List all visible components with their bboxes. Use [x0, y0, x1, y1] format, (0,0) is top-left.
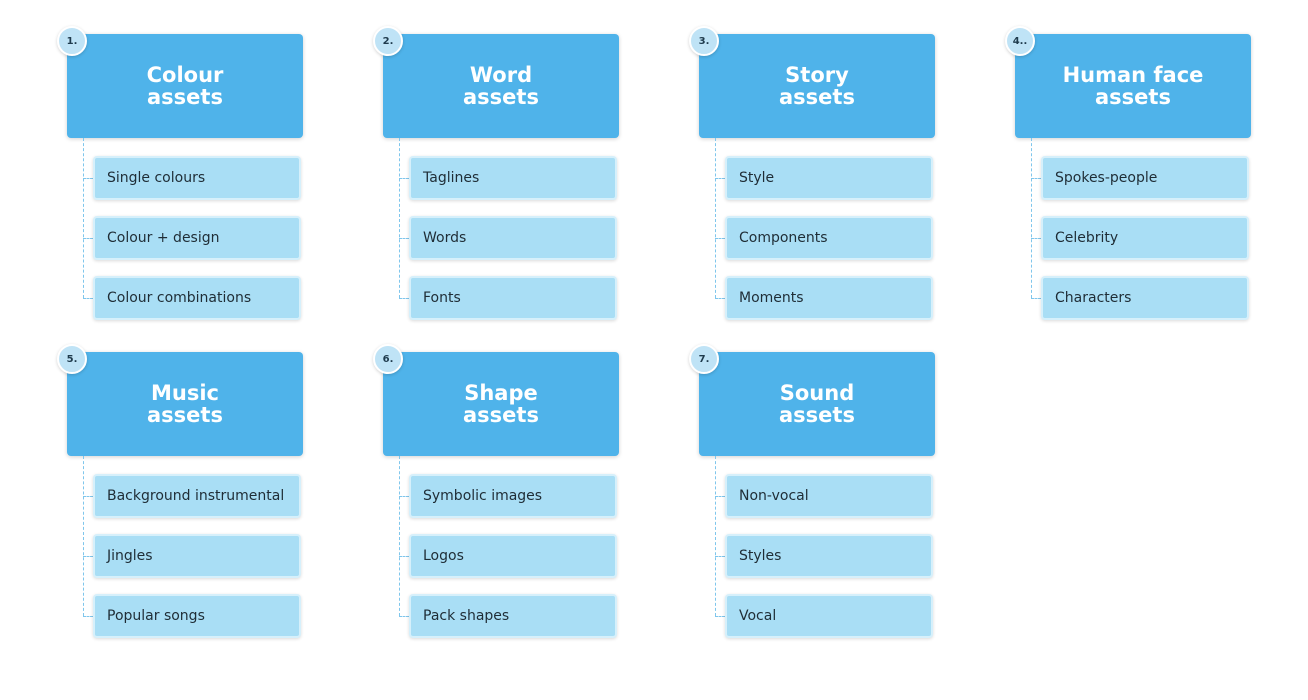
- connector-line: [83, 456, 84, 616]
- connector-line: [715, 138, 716, 298]
- asset-item: Single colours: [93, 156, 301, 200]
- group-human-face-assets: Human face assets 4.. Spokes-people Cele…: [1005, 26, 1251, 334]
- connector-branch: [715, 556, 725, 557]
- connector-line: [83, 138, 84, 298]
- group-title-line1: Music: [151, 381, 219, 405]
- connector-branch: [715, 616, 725, 617]
- group-title-line2: assets: [463, 85, 539, 109]
- group-header: Story assets: [699, 34, 935, 138]
- group-title-line2: assets: [463, 403, 539, 427]
- group-colour-assets: Colour assets 1. Single colours Colour +…: [57, 26, 303, 334]
- asset-item: Popular songs: [93, 594, 301, 638]
- connector-line: [715, 456, 716, 616]
- connector-branch: [83, 496, 93, 497]
- connector-branch: [399, 178, 409, 179]
- connector-line: [399, 456, 400, 616]
- connector-branch: [715, 298, 725, 299]
- group-title-line2: assets: [779, 85, 855, 109]
- group-title-line1: Colour: [146, 63, 224, 87]
- group-number-badge: 1.: [57, 26, 87, 56]
- connector-branch: [715, 178, 725, 179]
- group-music-assets: Music assets 5. Background instrumental …: [57, 344, 303, 652]
- group-number-badge: 3.: [689, 26, 719, 56]
- connector-branch: [1031, 178, 1041, 179]
- group-word-assets: Word assets 2. Taglines Words Fonts: [373, 26, 619, 334]
- group-number-badge: 5.: [57, 344, 87, 374]
- group-header: Colour assets: [67, 34, 303, 138]
- connector-branch: [399, 556, 409, 557]
- asset-item: Symbolic images: [409, 474, 617, 518]
- group-number-badge: 6.: [373, 344, 403, 374]
- group-number-badge: 7.: [689, 344, 719, 374]
- asset-item: Background instrumental: [93, 474, 301, 518]
- group-title-line1: Human face: [1062, 63, 1204, 87]
- group-title-line1: Shape: [464, 381, 538, 405]
- group-title-line2: assets: [147, 85, 223, 109]
- group-title-line1: Sound: [779, 381, 855, 405]
- connector-branch: [83, 238, 93, 239]
- group-header: Word assets: [383, 34, 619, 138]
- asset-item: Components: [725, 216, 933, 260]
- connector-line: [1031, 138, 1032, 298]
- asset-item: Spokes-people: [1041, 156, 1249, 200]
- group-title-line2: assets: [1095, 85, 1171, 109]
- asset-item: Styles: [725, 534, 933, 578]
- asset-item: Jingles: [93, 534, 301, 578]
- asset-item: Characters: [1041, 276, 1249, 320]
- asset-item: Words: [409, 216, 617, 260]
- connector-branch: [715, 496, 725, 497]
- connector-branch: [83, 556, 93, 557]
- asset-item: Moments: [725, 276, 933, 320]
- group-story-assets: Story assets 3. Style Components Moments: [689, 26, 935, 334]
- connector-branch: [83, 298, 93, 299]
- connector-branch: [399, 298, 409, 299]
- group-number-badge: 4..: [1005, 26, 1035, 56]
- group-title-line2: assets: [147, 403, 223, 427]
- asset-item: Colour + design: [93, 216, 301, 260]
- asset-item: Pack shapes: [409, 594, 617, 638]
- connector-branch: [399, 496, 409, 497]
- connector-branch: [1031, 298, 1041, 299]
- asset-item: Style: [725, 156, 933, 200]
- asset-item: Logos: [409, 534, 617, 578]
- group-sound-assets: Sound assets 7. Non-vocal Styles Vocal: [689, 344, 935, 652]
- group-header: Shape assets: [383, 352, 619, 456]
- group-header: Sound assets: [699, 352, 935, 456]
- connector-branch: [83, 616, 93, 617]
- asset-item: Colour combinations: [93, 276, 301, 320]
- connector-branch: [1031, 238, 1041, 239]
- group-header: Human face assets: [1015, 34, 1251, 138]
- group-title-line2: assets: [779, 403, 855, 427]
- asset-item: Non-vocal: [725, 474, 933, 518]
- connector-branch: [715, 238, 725, 239]
- asset-item: Celebrity: [1041, 216, 1249, 260]
- asset-item: Fonts: [409, 276, 617, 320]
- group-header: Music assets: [67, 352, 303, 456]
- group-title-line1: Word: [469, 63, 533, 87]
- asset-item: Vocal: [725, 594, 933, 638]
- group-title-line1: Story: [785, 63, 849, 87]
- asset-item: Taglines: [409, 156, 617, 200]
- connector-branch: [399, 616, 409, 617]
- group-shape-assets: Shape assets 6. Symbolic images Logos Pa…: [373, 344, 619, 652]
- group-number-badge: 2.: [373, 26, 403, 56]
- connector-line: [399, 138, 400, 298]
- connector-branch: [399, 238, 409, 239]
- connector-branch: [83, 178, 93, 179]
